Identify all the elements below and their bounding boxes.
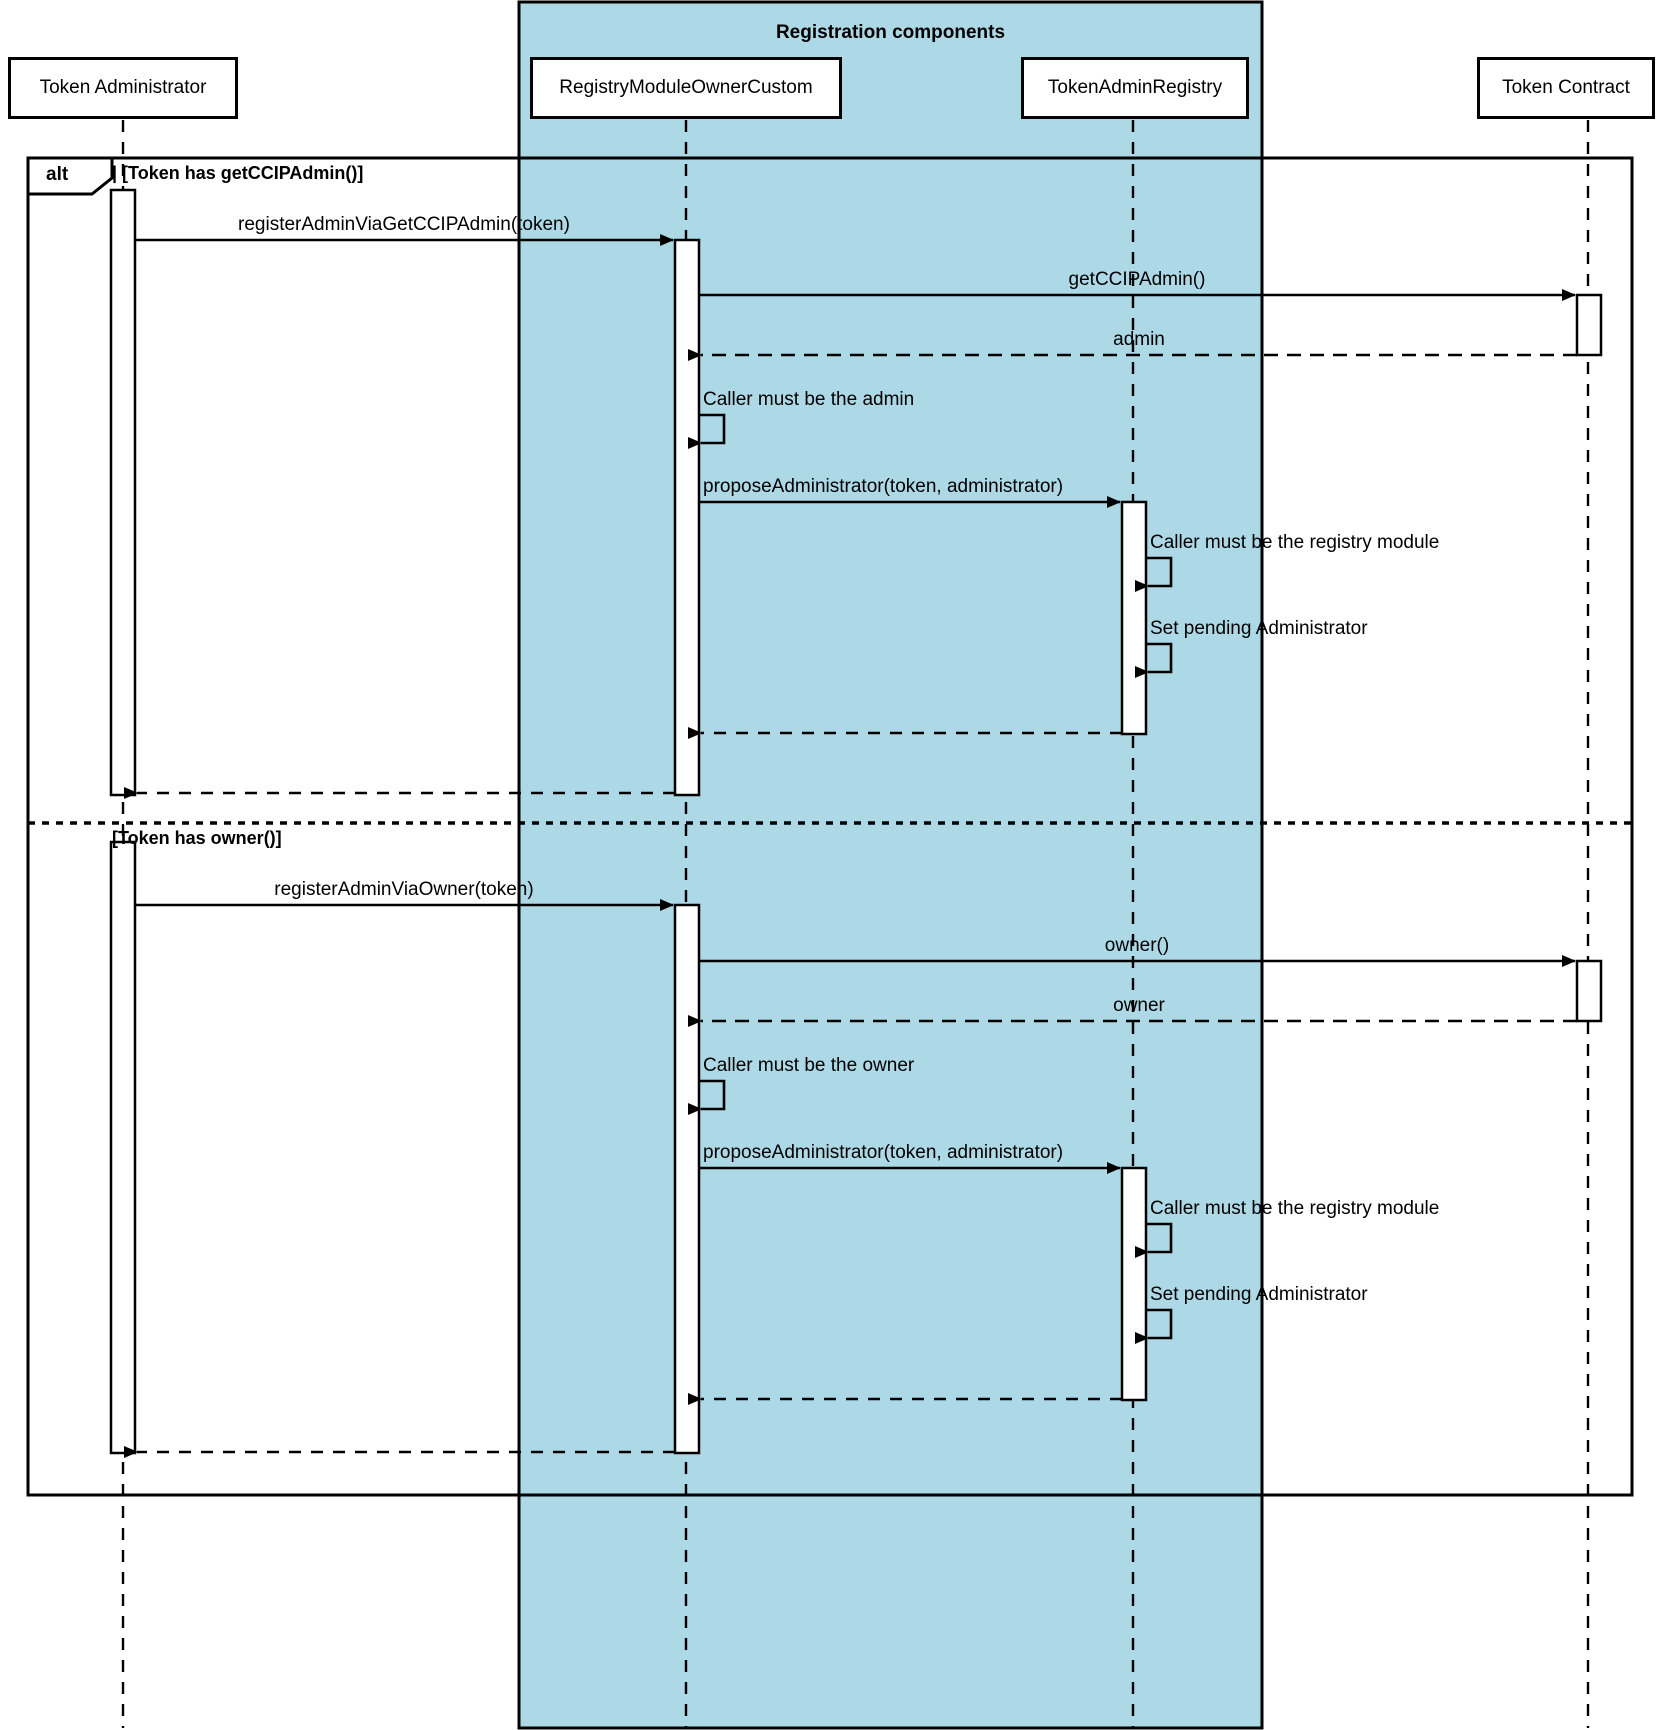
message-label-5: proposeAdministrator(token, administrato… — [703, 476, 1064, 497]
message-label-14: proposeAdministrator(token, administrato… — [703, 1142, 1064, 1163]
message-label-4: Caller must be the admin — [703, 389, 915, 410]
activation-registry-2 — [673, 903, 701, 1455]
message-label-7: Set pending Administrator — [1150, 618, 1368, 639]
message-label-11: owner() — [1104, 935, 1170, 956]
group-title: Registration components — [775, 22, 1006, 43]
alt-guard-1-text: [Token has getCCIPAdmin()] — [122, 163, 364, 183]
activation-token-1 — [1575, 293, 1603, 357]
arrow-msg-7 — [1135, 642, 1173, 678]
arrow-msg-13 — [688, 1079, 726, 1115]
arrow-msg-15 — [1135, 1222, 1173, 1258]
message-label-6: Caller must be the registry module — [1150, 532, 1440, 553]
participant-label: TokenAdminRegistry — [1047, 77, 1223, 98]
alt-guard-2: [Token has owner()] — [112, 828, 282, 849]
activation-tar-1 — [1120, 500, 1148, 736]
activation-tar-2 — [1120, 1166, 1148, 1402]
participant-label: RegistryModuleOwnerCustom — [559, 77, 813, 98]
activation-registry-1 — [673, 238, 701, 797]
message-label-10: registerAdminViaOwner(token) — [274, 879, 534, 900]
arrow-msg-4 — [688, 413, 726, 449]
alt-fragment-frame — [26, 156, 1634, 1497]
participant-registrymoduleownercustom[interactable]: RegistryModuleOwnerCustom — [530, 57, 842, 119]
message-label-2: getCCIPAdmin() — [1068, 269, 1206, 290]
message-label-15: Caller must be the registry module — [1150, 1198, 1440, 1219]
arrow-msg-16 — [1135, 1308, 1173, 1344]
participant-label: Token Administrator — [39, 77, 207, 98]
participant-tokenadminregistry[interactable]: TokenAdminRegistry — [1021, 57, 1249, 119]
message-label-12: owner — [1113, 995, 1165, 1016]
alt-guard-1: | [Token has getCCIPAdmin()] — [112, 163, 364, 183]
participant-label: Token Contract — [1502, 77, 1630, 98]
participant-token-contract[interactable]: Token Contract — [1477, 57, 1655, 119]
message-label-13: Caller must be the owner — [703, 1055, 915, 1076]
message-label-1: registerAdminViaGetCCIPAdmin(token) — [238, 214, 570, 235]
arrow-msg-6 — [1135, 556, 1173, 592]
alt-keyword-pentagon — [26, 156, 114, 196]
alt-keyword-label: alt — [46, 164, 69, 185]
activation-token-2 — [1575, 959, 1603, 1023]
registration-components-group — [517, 0, 1264, 1730]
activation-admin-2 — [109, 840, 137, 1455]
message-label-16: Set pending Administrator — [1150, 1284, 1368, 1305]
participant-token-administrator[interactable]: Token Administrator — [8, 57, 238, 119]
message-label-3: admin — [1113, 329, 1165, 350]
alt-guard-2-text: [Token has owner()] — [112, 828, 282, 848]
activation-admin-1 — [109, 188, 137, 797]
